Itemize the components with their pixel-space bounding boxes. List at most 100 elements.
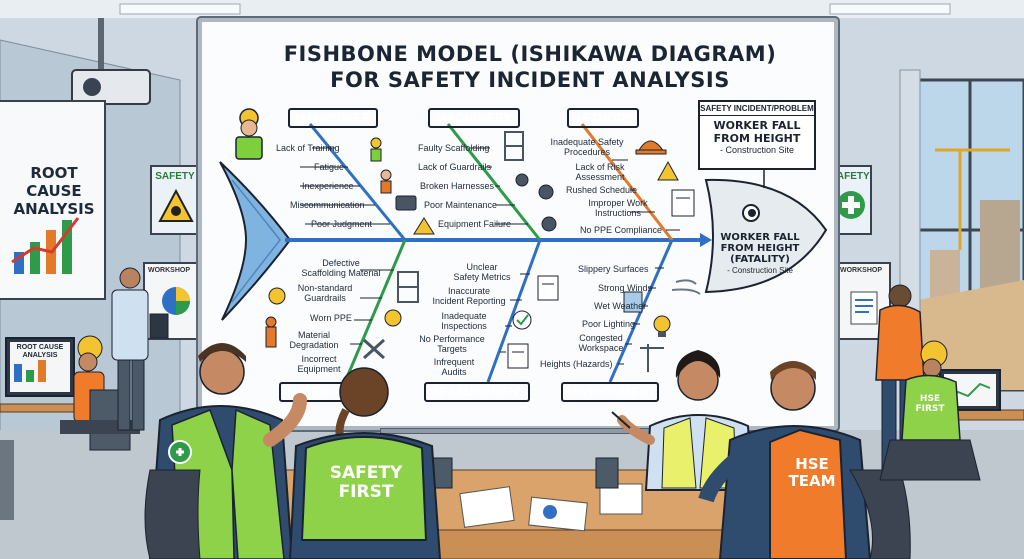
cause-manpower-3: Inexperience xyxy=(302,181,354,191)
hse-first-shirt-text: HSE FIRST xyxy=(910,394,950,414)
hardhat-icon xyxy=(268,287,286,305)
cause-methods-3: Rushed Schedule xyxy=(566,185,638,195)
monitor-line-1: ROOT CAUSE xyxy=(16,344,64,351)
cause-measurement-1: Unclear Safety Metrics xyxy=(446,262,518,282)
cause-measurement-5: Infrequent Audits xyxy=(424,357,484,377)
monitor-line-2: ANALYSIS xyxy=(22,352,58,359)
worker-icon xyxy=(235,108,263,160)
category-machinery-label: MACHINERY xyxy=(436,111,512,125)
cause-materials-4b: Degradation xyxy=(289,340,339,350)
whiteboard-title-line-1: FISHBONE MODEL (ISHIKAWA DIAGRAM) xyxy=(283,42,777,66)
whiteboard-title-line-2: FOR SAFETY INCIDENT ANALYSIS xyxy=(330,68,730,92)
doc-icon xyxy=(850,291,878,325)
cause-materials-1b: Scaffolding Material xyxy=(301,268,381,278)
safety-sign-left-text: SAFETY xyxy=(155,171,195,182)
fish-head-line-3: (FATALITY) xyxy=(730,254,790,265)
bone-methods xyxy=(580,123,674,241)
cause-materials-1: Defective Scaffolding Material xyxy=(296,258,386,278)
cause-machinery-1: Faulty Scaffolding xyxy=(418,143,490,153)
cause-materials-2a: Non-standard xyxy=(297,283,353,293)
wind-icon xyxy=(671,279,701,295)
incident-line-2: FROM HEIGHT xyxy=(713,132,801,145)
cause-materials-4a: Material xyxy=(297,330,330,340)
cause-materials-2: Non-standard Guardrails xyxy=(292,283,358,303)
bulb-icon xyxy=(653,315,671,337)
cause-measurement-5a: Infrequent xyxy=(433,357,475,367)
shirt-safety-line-1: SAFETY xyxy=(329,463,403,483)
shirt-hse-line-1: HSE xyxy=(795,455,829,473)
cause-methods-2: Lack of Risk Assessment xyxy=(572,162,628,182)
cause-methods-2b: Assessment xyxy=(575,172,625,182)
root-cause-poster: ROOT CAUSE ANALYSIS xyxy=(0,100,106,300)
category-measurement: MEASUREMENT xyxy=(424,382,530,402)
cause-environment-6: Heights (Hazards) xyxy=(540,359,613,369)
poster-line-1: ROOT CAUSE xyxy=(26,164,82,200)
cause-environment-2: Strong Winds xyxy=(598,283,653,293)
shirt-hse-first-line-2: FIRST xyxy=(915,404,945,414)
crane-icon xyxy=(640,344,664,372)
cause-materials-4: Material Degradation xyxy=(282,330,346,350)
hse-team-shirt-text: HSE TEAM xyxy=(782,456,842,490)
cause-measurement-5b: Audits xyxy=(441,367,467,377)
cause-measurement-3: Inadequate Inspections xyxy=(434,311,494,331)
fish-head xyxy=(704,178,828,294)
tablet-icon xyxy=(149,313,169,339)
cause-measurement-4: No Performance Targets xyxy=(412,334,492,354)
cause-machinery-3: Broken Harnesses xyxy=(420,181,495,191)
workshop-right-text: WORKSHOP xyxy=(840,267,882,274)
alert-icon xyxy=(657,160,679,181)
bone-materials xyxy=(343,239,407,383)
cause-materials-5: Incorrect Equipment xyxy=(294,354,344,374)
workshop-left-text: WORKSHOP xyxy=(148,267,190,274)
cause-methods-1a: Inadequate Safety xyxy=(550,137,624,147)
cause-measurement-3a: Inadequate xyxy=(441,311,487,321)
cause-measurement-3b: Inspections xyxy=(441,321,487,331)
fish-head-line-2: FROM HEIGHT xyxy=(720,243,800,254)
safety-first-shirt-text: SAFETY FIRST xyxy=(316,464,416,502)
cause-machinery-4: Poor Maintenance xyxy=(424,200,498,210)
workshop-poster-right: WORKSHOP xyxy=(835,262,891,340)
cause-environment-1: Slippery Surfaces xyxy=(578,264,649,274)
shirt-safety-line-2: FIRST xyxy=(338,482,394,502)
cause-methods-5: No PPE Compliance xyxy=(580,225,663,235)
cause-measurement-1b: Safety Metrics xyxy=(453,272,511,282)
category-methods-label: METHODS xyxy=(571,111,635,125)
cause-machinery-5: Equipment Failure xyxy=(438,219,512,229)
shirt-hse-line-2: TEAM xyxy=(788,472,836,490)
hardhat-orange-icon xyxy=(635,140,667,155)
pie-chart-icon xyxy=(162,287,190,315)
gear-icons xyxy=(512,173,557,330)
cause-measurement-2: Inaccurate Incident Reporting xyxy=(422,286,516,306)
bone-measurement xyxy=(486,239,542,383)
cause-measurement-4a: No Performance xyxy=(419,334,485,344)
incident-box: SAFETY INCIDENT/PROBLEM WORKER FALL FROM… xyxy=(698,100,816,170)
cause-methods-4: Improper Work Instructions xyxy=(580,198,656,218)
cause-manpower-4: Miscommunication xyxy=(290,200,365,210)
cause-methods-2a: Lack of Risk xyxy=(575,162,625,172)
poster-line-2: ANALYSIS xyxy=(13,200,95,218)
cause-materials-5a: Incorrect xyxy=(301,354,337,364)
safety-sign-left: SAFETY xyxy=(150,165,198,235)
cause-measurement-4b: Targets xyxy=(437,344,467,354)
doc-icons xyxy=(507,189,695,369)
cause-measurement-2b: Incident Reporting xyxy=(432,296,506,306)
fish-head-line-4: - Construction Site xyxy=(727,266,793,275)
small-worker-icons xyxy=(265,137,435,360)
incident-box-header: SAFETY INCIDENT/PROBLEM xyxy=(700,102,814,116)
category-environment-label: ENVIRONMENT xyxy=(564,385,656,399)
cause-machinery-2: Lack of Guardrails xyxy=(418,162,492,172)
incident-line-3: - Construction Site xyxy=(719,145,795,155)
category-methods: METHODS xyxy=(567,108,639,128)
cause-materials-1a: Defective xyxy=(322,258,360,268)
cause-methods-1b: Procedures xyxy=(563,147,611,157)
warning-icon xyxy=(413,217,435,235)
safety-sign-right-text: SAFETY xyxy=(830,171,870,182)
cause-manpower-2: Fatigue xyxy=(314,162,345,172)
category-environment: ENVIRONMENT xyxy=(561,382,659,402)
cause-measurement-2a: Inaccurate xyxy=(447,286,491,296)
tools-icon xyxy=(362,338,386,360)
cause-materials-2b: Guardrails xyxy=(304,293,346,303)
